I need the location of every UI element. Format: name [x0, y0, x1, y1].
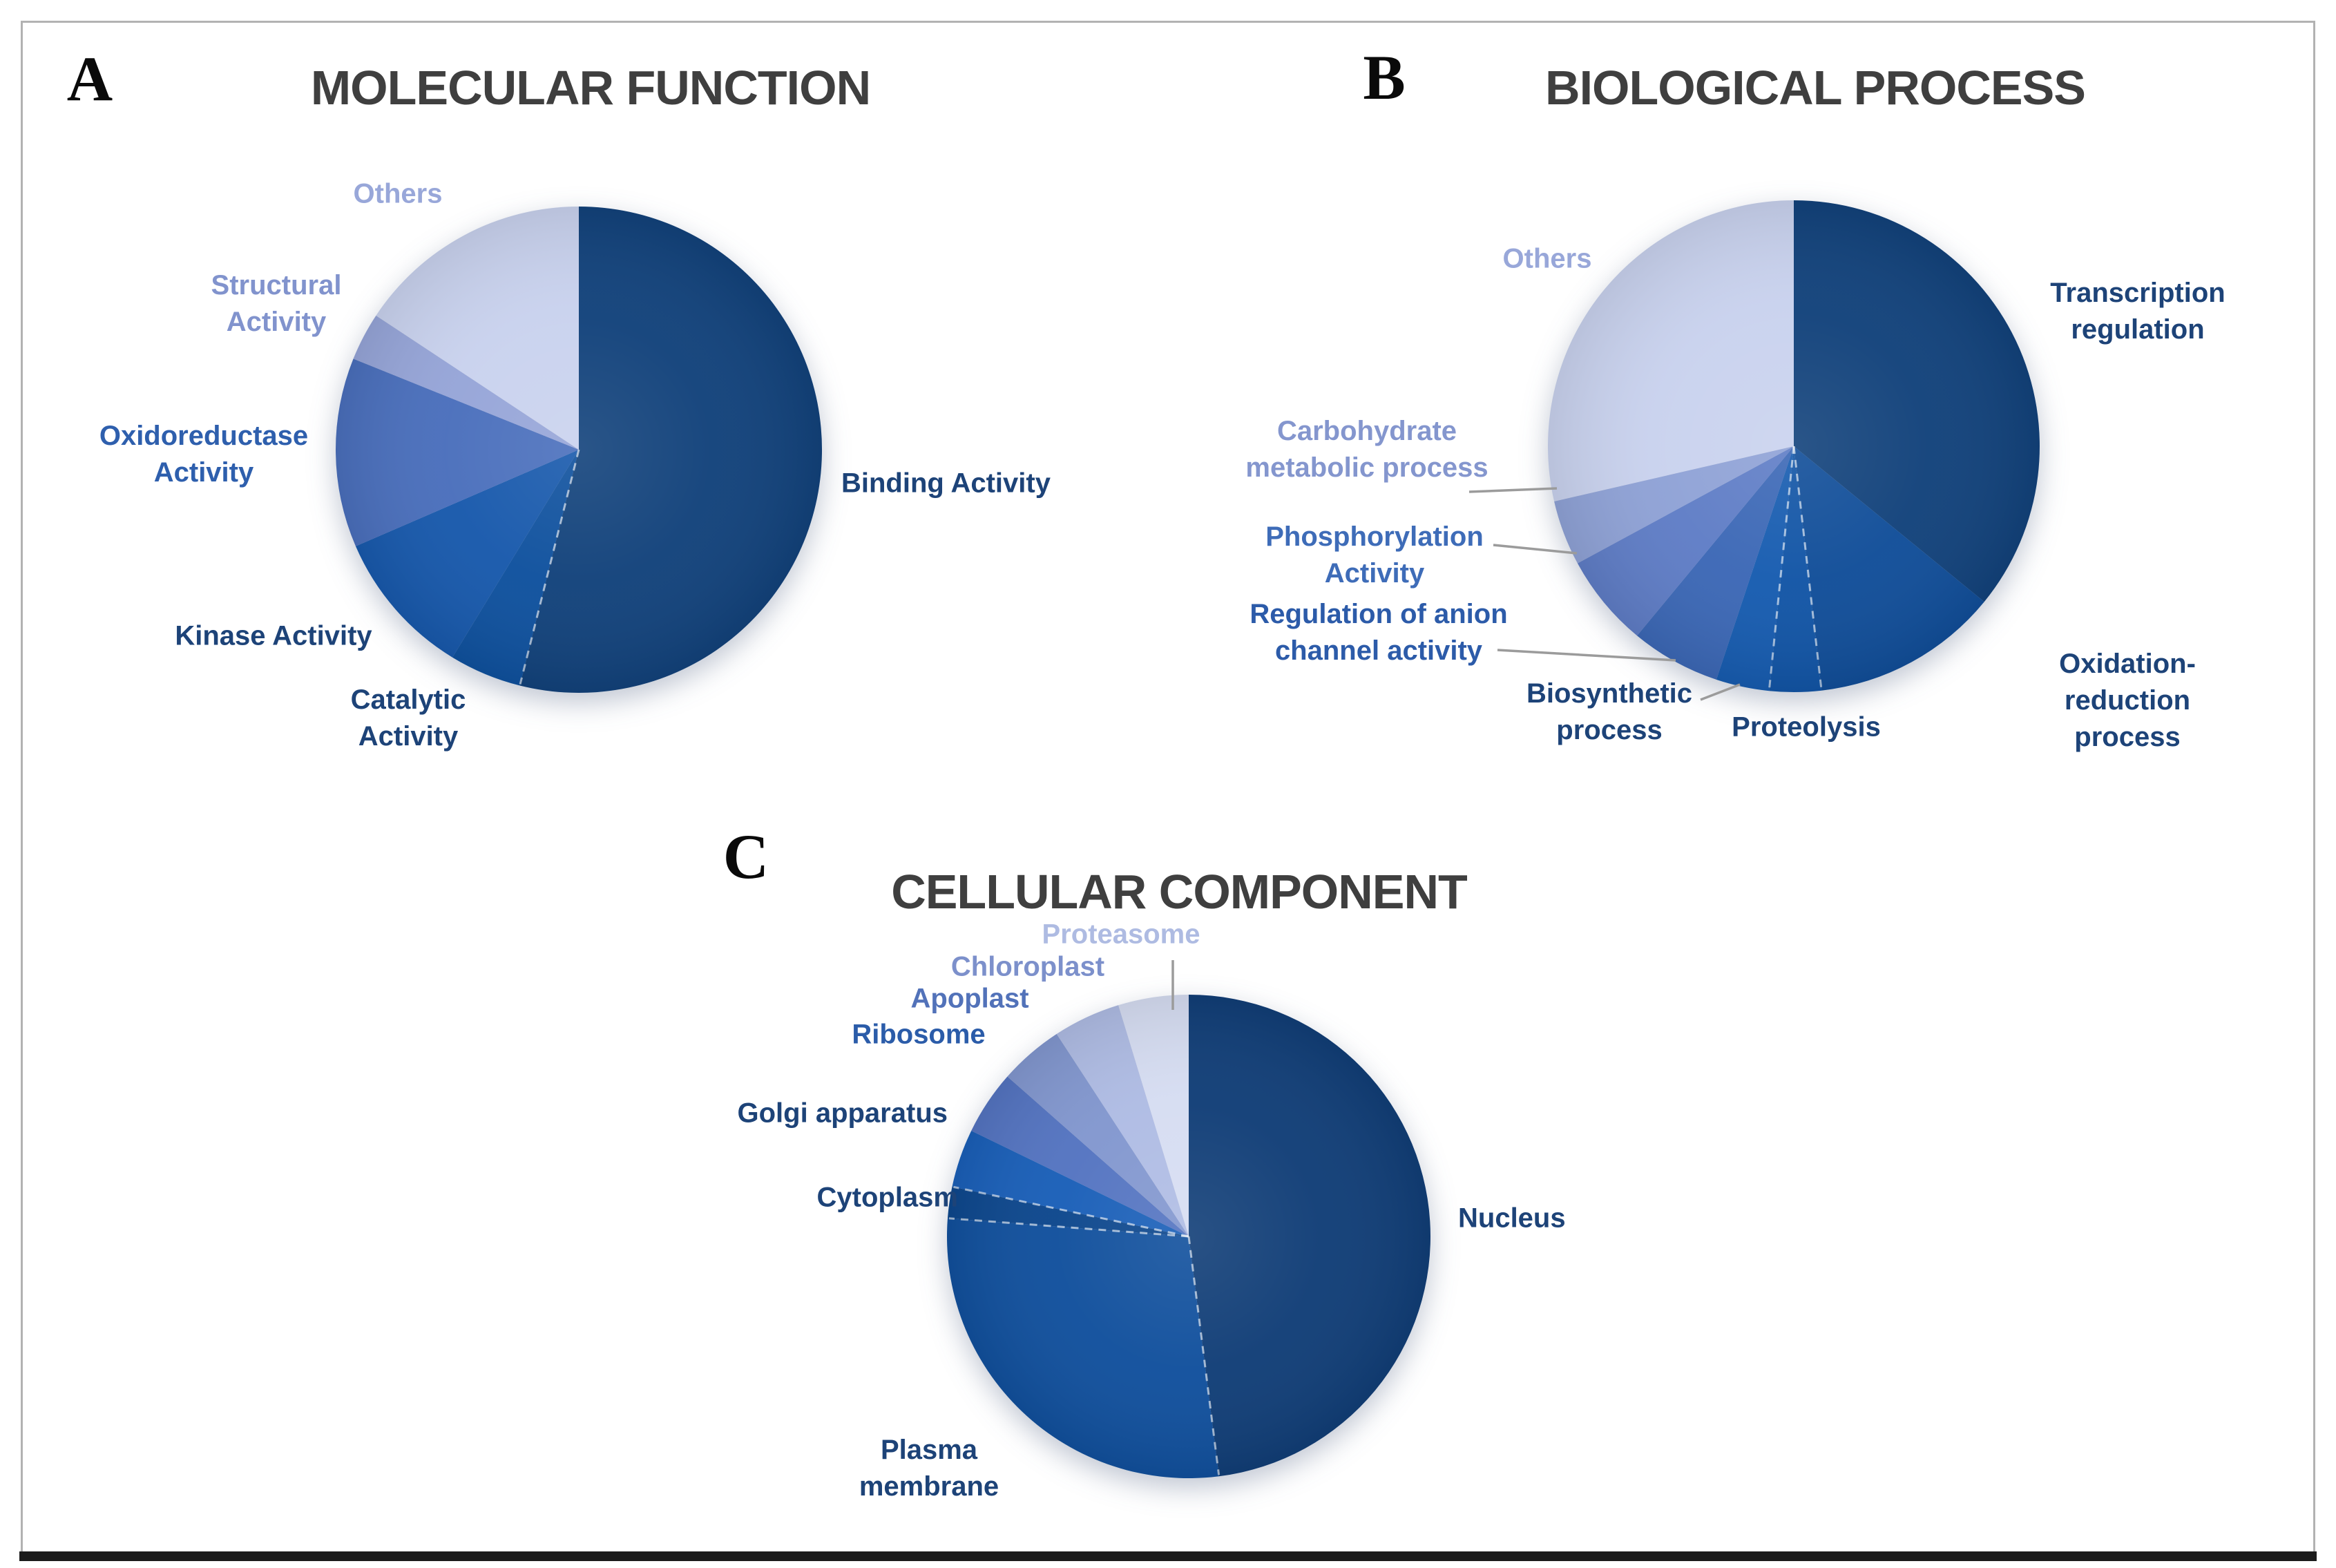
panel-title-molecular-function: MOLECULAR FUNCTION — [310, 61, 871, 115]
slice-label-kinase-activity: Kinase Activity — [175, 620, 372, 651]
slice-label-proteasome: Proteasome — [1042, 919, 1200, 950]
pie-shading-overlay — [336, 207, 822, 693]
panel-letter-a: A — [66, 44, 113, 114]
pie-chart-cellular-component — [946, 995, 1431, 1479]
slice-label-oxidoreductase-activity: Oxidoreductase Activity — [99, 421, 309, 488]
slice-label-structural-activity: Structural Activity — [211, 270, 342, 337]
pie-shading-overlay — [947, 995, 1430, 1478]
slice-label-others: Others — [1502, 243, 1592, 274]
pie-shading-overlay — [1548, 200, 2040, 692]
bottom-rule — [19, 1551, 2317, 1561]
panel-title-biological-process: BIOLOGICAL PROCESS — [1545, 61, 2086, 115]
slice-label-regulation-of-anion-channel-activity: Regulation of anion channel activity — [1250, 599, 1508, 666]
slice-label-phosphorylation-activity: Phosphorylation Activity — [1265, 522, 1484, 589]
pie-chart-molecular-function — [336, 207, 823, 693]
slice-label-plasma-membrane: Plasma membrane — [859, 1435, 999, 1502]
panel-title-cellular-component: CELLULAR COMPONENT — [891, 865, 1468, 919]
slice-label-oxidation-reduction-process: Oxidation-reduction process — [2059, 648, 2196, 752]
slice-label-proteolysis: Proteolysis — [1732, 711, 1881, 743]
slice-label-apoplast: Apoplast — [910, 983, 1029, 1014]
slice-label-catalytic-activity: Catalytic Activity — [350, 685, 466, 752]
slice-label-carbohydrate-metabolic-process: Carbohydrate metabolic process — [1245, 416, 1488, 483]
slice-label-transcription-regulation: Transcription regulation — [2050, 278, 2225, 345]
slice-label-binding-activity: Binding Activity — [841, 468, 1051, 499]
slice-label-ribosome: Ribosome — [852, 1019, 986, 1050]
pie-chart-biological-process — [1548, 200, 2040, 693]
slice-label-biosynthetic-process: Biosynthetic process — [1526, 678, 1693, 745]
slice-label-others: Others — [353, 178, 443, 209]
slice-label-chloroplast: Chloroplast — [950, 951, 1105, 982]
slice-label-cytoplasm: Cytoplasm — [816, 1182, 959, 1213]
panel-letter-b: B — [1363, 42, 1406, 113]
slice-label-golgi-apparatus: Golgi apparatus — [737, 1098, 948, 1129]
slice-label-nucleus: Nucleus — [1458, 1203, 1566, 1234]
panel-letter-c: C — [722, 821, 769, 892]
